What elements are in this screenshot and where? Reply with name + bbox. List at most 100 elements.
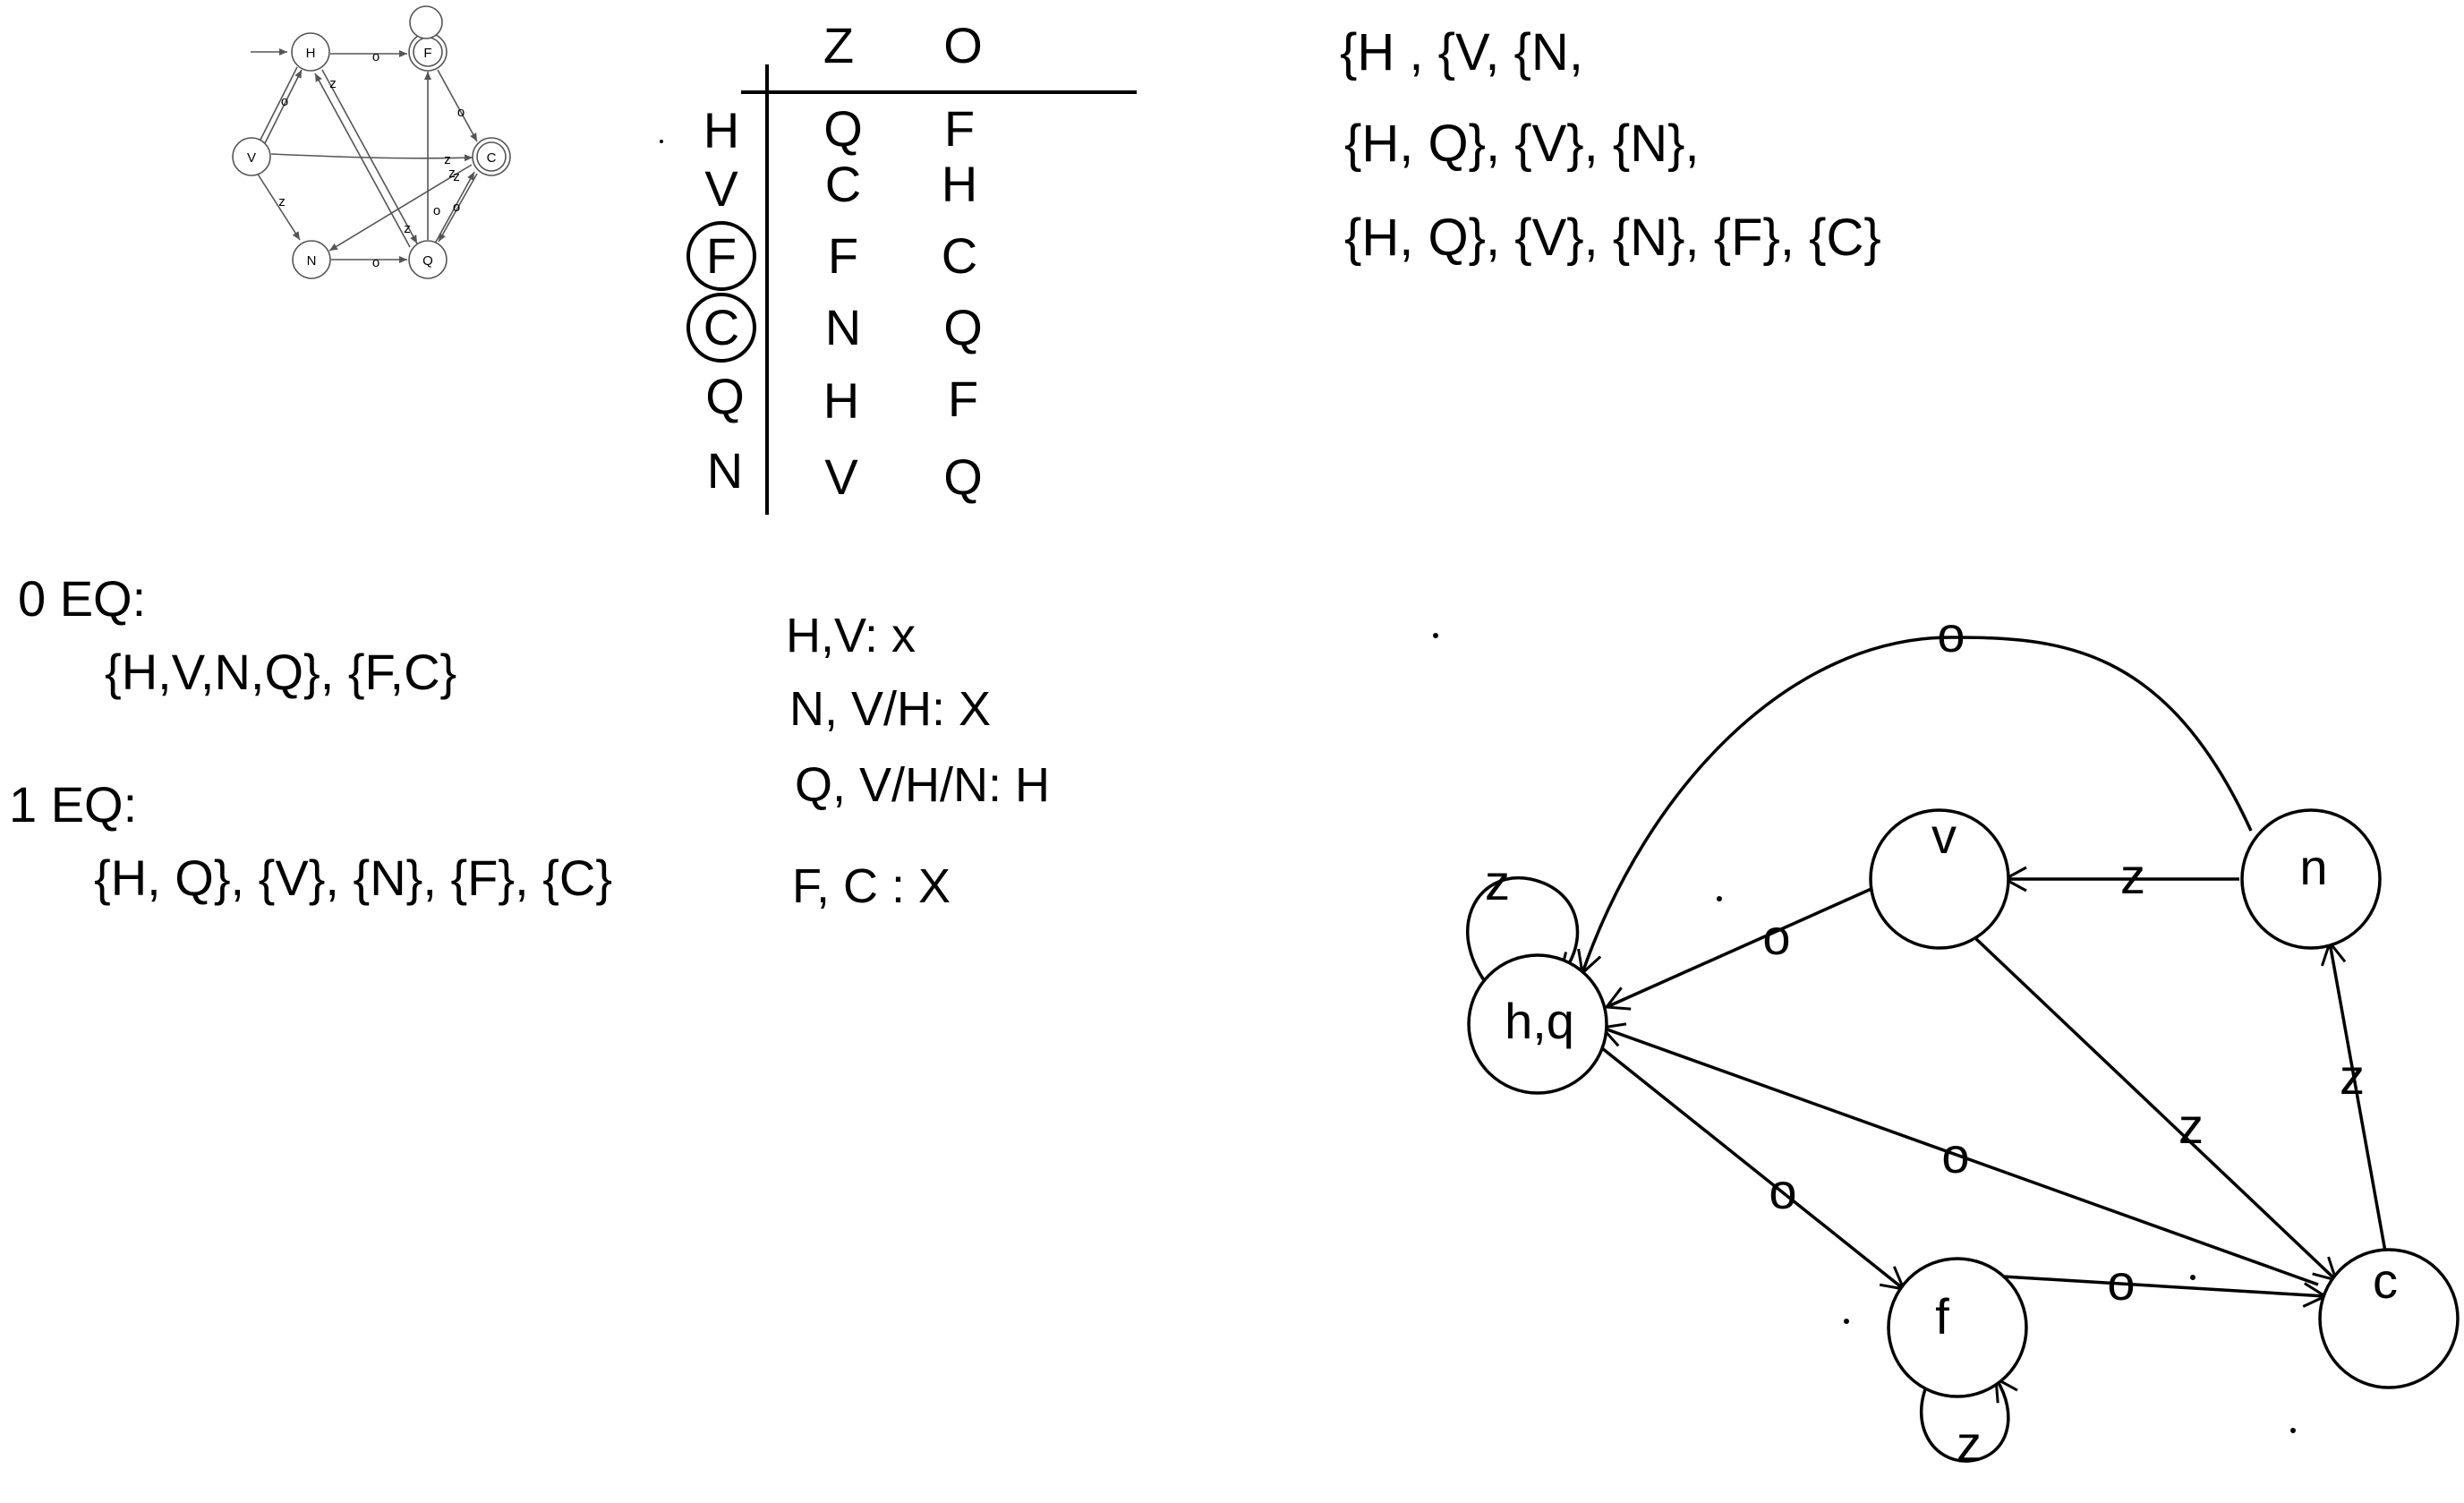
stray-dot (660, 140, 663, 143)
distinguishability-notes: H,V: x N, V/H: X Q, V/H/N: H F, C : X (786, 609, 1050, 913)
stray-dot (1433, 633, 1438, 638)
table-cell-o: Q (943, 448, 983, 505)
mini-label-f: F (423, 46, 431, 61)
stray-dot (2190, 1275, 2195, 1280)
mini-edge-label: o (281, 94, 288, 109)
mini-edge-label: z (444, 152, 451, 167)
state-label-c: c (2373, 1252, 2398, 1309)
mini-edge-h-q (321, 69, 418, 244)
table-row-state: N (707, 442, 743, 499)
state-label-v: v (1931, 807, 1957, 864)
edge-v-to-c (1974, 936, 2339, 1283)
table-cell-z: F (828, 227, 858, 284)
table-cell-z: V (824, 448, 858, 505)
table-cell-o: F (944, 100, 975, 157)
mini-state-h (291, 32, 330, 72)
transition-label: z (2120, 848, 2145, 904)
table-row-state: V (704, 160, 738, 217)
note-line: N, V/H: X (789, 682, 991, 736)
mini-edge-label: z (329, 76, 337, 91)
stray-dot (2290, 1428, 2296, 1433)
table-cell-z: N (825, 299, 861, 355)
table-cell-z: H (823, 372, 859, 429)
mini-edge-label: o (372, 49, 379, 64)
mini-state-n (292, 240, 331, 279)
edge-c-to-hq (1599, 1022, 2319, 1286)
mini-edge-label: z (404, 221, 411, 236)
mini-edge-label: z (448, 166, 456, 181)
table-row-state: C (703, 299, 739, 355)
mini-edge-c-n (328, 164, 473, 252)
edge-n-to-hq (1577, 636, 2253, 976)
mini-edge-f-c (437, 69, 478, 142)
mini-label-c: C (487, 150, 497, 166)
mini-edge-q-c (434, 171, 475, 244)
accepting-state-marker-c (686, 293, 756, 363)
transition-label: o (1937, 606, 1965, 662)
state-hq (1467, 953, 1608, 1095)
table-row-state: Q (705, 368, 745, 424)
table-cell-o: F (948, 371, 978, 427)
edge-f-self-loop (1920, 1376, 2018, 1463)
mini-edge-v-n (256, 172, 301, 241)
state-label-n: n (2299, 839, 2327, 895)
mini-label-q: Q (422, 253, 433, 269)
note-line: H,V: x (786, 609, 916, 662)
transition-label: o (1941, 1127, 1969, 1183)
stray-marks (660, 140, 2296, 1433)
eq1-title: 1 EQ: (9, 776, 137, 833)
transition-label: z (2340, 1048, 2365, 1105)
state-f (1887, 1257, 2028, 1398)
mini-state-v (232, 137, 271, 176)
transition-label: o (1762, 909, 1790, 965)
partition-step: {H, Q}, {V}, {N}, (1344, 115, 1700, 173)
reference-dfa-diagram (232, 5, 511, 279)
table-row-state: F (706, 227, 737, 284)
transition-label: z (1485, 854, 1510, 910)
table-column-header-z: Z (823, 17, 854, 73)
note-line: Q, V/H/N: H (795, 758, 1050, 812)
state-label-hq: h,q (1505, 993, 1574, 1049)
transition-label: z (2178, 1097, 2204, 1154)
edge-hq-self-loop (1466, 875, 1584, 994)
state-label-f: f (1935, 1288, 1949, 1345)
mini-edge-c-q (438, 173, 478, 243)
mini-label-n: N (307, 253, 317, 269)
eq0-title: 0 EQ: (18, 570, 146, 627)
stray-dot (1717, 896, 1722, 901)
table-row-state: H (703, 102, 739, 158)
mini-state-q (408, 240, 448, 279)
state-v (1869, 808, 2010, 950)
mini-edge-v-h (264, 69, 303, 144)
table-cell-o: C (942, 227, 977, 284)
mini-edge-v-c (270, 153, 473, 162)
eq0-sets: {H,V,N,Q}, {F,C} (105, 644, 456, 700)
edge-hq-to-f (1591, 1039, 1906, 1291)
table-cell-z: C (825, 156, 861, 212)
mini-edge-label: o (453, 200, 460, 215)
table-cell-o: H (942, 156, 977, 212)
mini-edge-label: o (433, 203, 440, 218)
transition-label: o (1769, 1163, 1796, 1219)
table-column-header-o: O (943, 17, 983, 73)
state-n (2240, 808, 2382, 950)
equivalence-classes: 0 EQ: {H,V,N,Q}, {F,C} 1 EQ: {H, Q}, {V}… (9, 570, 612, 906)
table-cell-z: Q (823, 100, 863, 157)
partition-step: {H , {V, {N, (1340, 23, 1583, 81)
mini-state-c-accept-ring (476, 141, 507, 172)
minimized-dfa-labels: h,q v n f c o z o z z o o z o z (1485, 606, 2398, 1472)
mini-edge-h-v (259, 66, 298, 142)
state-c (2318, 1248, 2460, 1389)
mini-edge-label: z (453, 169, 460, 184)
transition-table: Z O H Q F V C H F F C C N Q Q H F N V Q (686, 17, 1137, 515)
partition-steps: {H , {V, {N, {H, Q}, {V}, {N}, {H, Q}, {… (1340, 23, 1881, 267)
reference-dfa-labels: H F V C N Q o o z z z z o o o o z z (247, 46, 497, 270)
mini-state-c (472, 137, 511, 176)
mini-label-h: H (306, 46, 316, 61)
mini-edge-label: o (372, 255, 379, 270)
transition-label: o (2107, 1254, 2135, 1311)
edge-c-to-n (2321, 939, 2387, 1252)
mini-label-v: V (247, 150, 256, 166)
partition-step: {H, Q}, {V}, {N}, {F}, {C} (1344, 209, 1881, 267)
